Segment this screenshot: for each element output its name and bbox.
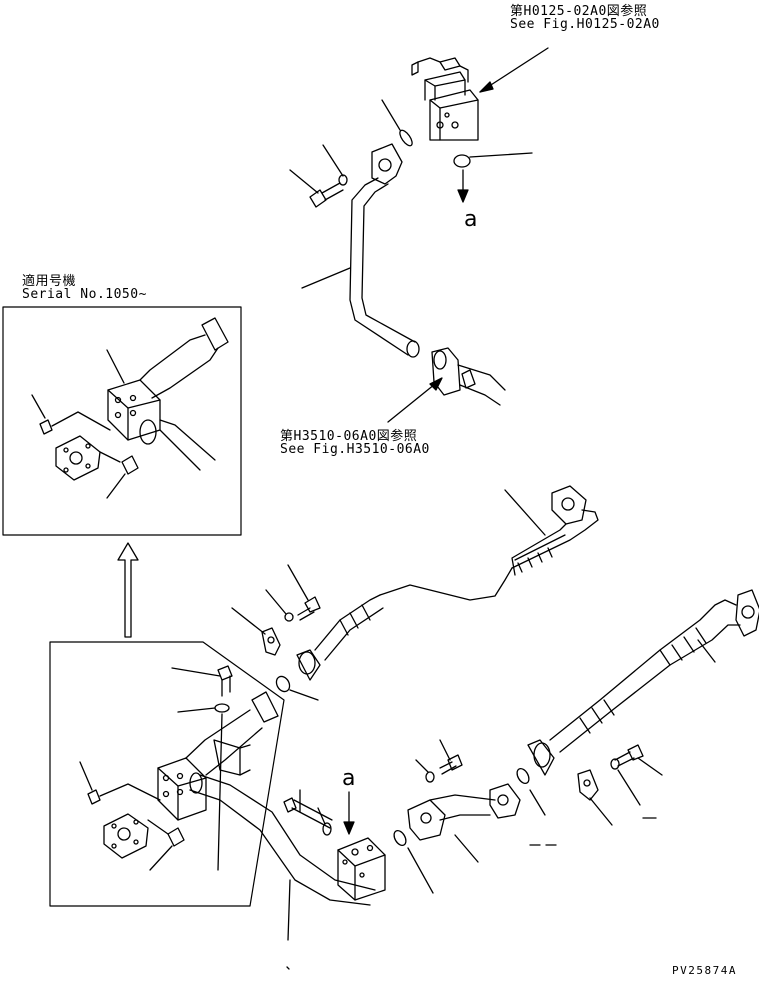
lower-leader-bolt-right	[150, 846, 172, 870]
marker-a-lower: a	[342, 766, 356, 791]
ref-label-top-jp: 第H0125-02A0図参照	[510, 4, 648, 19]
leader-bolt-right	[638, 758, 662, 775]
leader-long-hose-upper	[505, 490, 545, 535]
arrow-to-a-lower-head	[344, 822, 354, 834]
leader-washer-top	[323, 145, 343, 176]
lower-center-block	[338, 838, 385, 900]
inset-leader-bolt-left	[32, 395, 45, 418]
bolt-center-right	[440, 755, 462, 774]
bolt-mid-upper	[298, 597, 320, 620]
short-pipe-center	[408, 784, 520, 840]
washer-center	[323, 823, 331, 835]
lower-leader-washer	[178, 708, 215, 712]
drawing-code: PV25874A	[672, 964, 737, 977]
inset-bolt-left	[40, 420, 52, 434]
leader-washer-center	[318, 808, 325, 824]
solenoid-valve	[412, 58, 478, 140]
bolt-top	[310, 183, 343, 207]
marker-a-upper: a	[464, 207, 478, 232]
leader-short-pipe	[455, 835, 478, 862]
lower-washer	[215, 704, 229, 712]
o-ring-top-left	[398, 128, 415, 147]
inset-bolt-right-line	[100, 452, 120, 462]
long-hose-upper	[297, 486, 598, 680]
leader-o-ring-center-right	[530, 790, 545, 815]
leader-bolt-mid-upper	[288, 565, 308, 600]
leader-pipe-upper	[302, 268, 350, 288]
o-ring-center-right	[515, 767, 532, 786]
arrow-to-a-upper-head	[458, 190, 468, 202]
ref-label-mid-en: See Fig.H3510-06A0	[280, 442, 430, 457]
washer-center-right	[426, 772, 434, 782]
long-hose-right	[528, 590, 759, 775]
inset-leader-block	[107, 350, 124, 383]
up-arrow	[118, 543, 138, 637]
leader-washer-right	[618, 770, 640, 805]
lower-leader-bolt-left	[80, 762, 92, 790]
lower-bolt-right	[168, 828, 184, 846]
leader-clamp-right	[590, 798, 612, 825]
o-ring-mid-upper	[274, 674, 292, 694]
inset-valve-block	[108, 318, 228, 470]
lower-bolt-line	[100, 784, 160, 800]
leader-o-ring-top-right	[470, 153, 532, 157]
leader-clamp-mid-upper	[232, 608, 265, 634]
leader-o-ring-mid-upper	[290, 690, 318, 700]
bolt-right	[615, 745, 643, 766]
leader-o-ring-lower-center	[408, 848, 433, 893]
lower-main-pipe	[190, 740, 375, 905]
washer-mid-upper	[285, 613, 293, 621]
lower-leader-bolt-top	[172, 668, 220, 676]
leader-washer-center-right	[416, 760, 428, 772]
lower-bolt-top	[218, 666, 232, 696]
leader-o-ring-top	[382, 100, 400, 130]
ref-arrow-mid-head	[430, 378, 442, 390]
leader-long-hose-right	[698, 640, 715, 662]
inset-title-en: Serial No.1050~	[22, 287, 147, 302]
leader-dot-bottom	[287, 967, 289, 969]
lower-left-box	[50, 642, 284, 906]
ref-arrow-solenoid-head	[480, 82, 493, 92]
ref-label-mid-jp: 第H3510-06A0図参照	[280, 429, 418, 444]
inset-bolt-right	[122, 456, 138, 474]
inset-leader-bolt-right	[107, 474, 125, 498]
inset-bolt-line	[52, 412, 110, 430]
pipe-upper	[350, 144, 419, 357]
lower-flange	[104, 814, 148, 858]
lower-bolt-right-line	[148, 820, 168, 834]
o-ring-top-right	[454, 155, 470, 167]
clamp-mid-upper	[262, 628, 280, 655]
leader-main-pipe	[288, 880, 290, 940]
clamp-right	[578, 770, 598, 800]
lower-bolt-left	[88, 790, 100, 804]
inset-title-jp: 適用号機	[22, 274, 77, 289]
hose-coupling-mid	[432, 348, 505, 405]
leader-washer-mid-upper	[266, 590, 286, 614]
inset-flange	[56, 436, 100, 480]
ref-label-top-en: See Fig.H0125-02A0	[510, 17, 660, 32]
inset-box	[3, 307, 241, 535]
leader-bolt-top	[290, 170, 318, 193]
lower-valve-block	[158, 692, 278, 820]
lower-leader-long	[218, 714, 222, 870]
ref-arrow-mid	[388, 380, 440, 422]
o-ring-lower-center	[392, 829, 409, 848]
washer-right	[611, 759, 619, 769]
leader-bolt-center-right	[440, 740, 450, 760]
